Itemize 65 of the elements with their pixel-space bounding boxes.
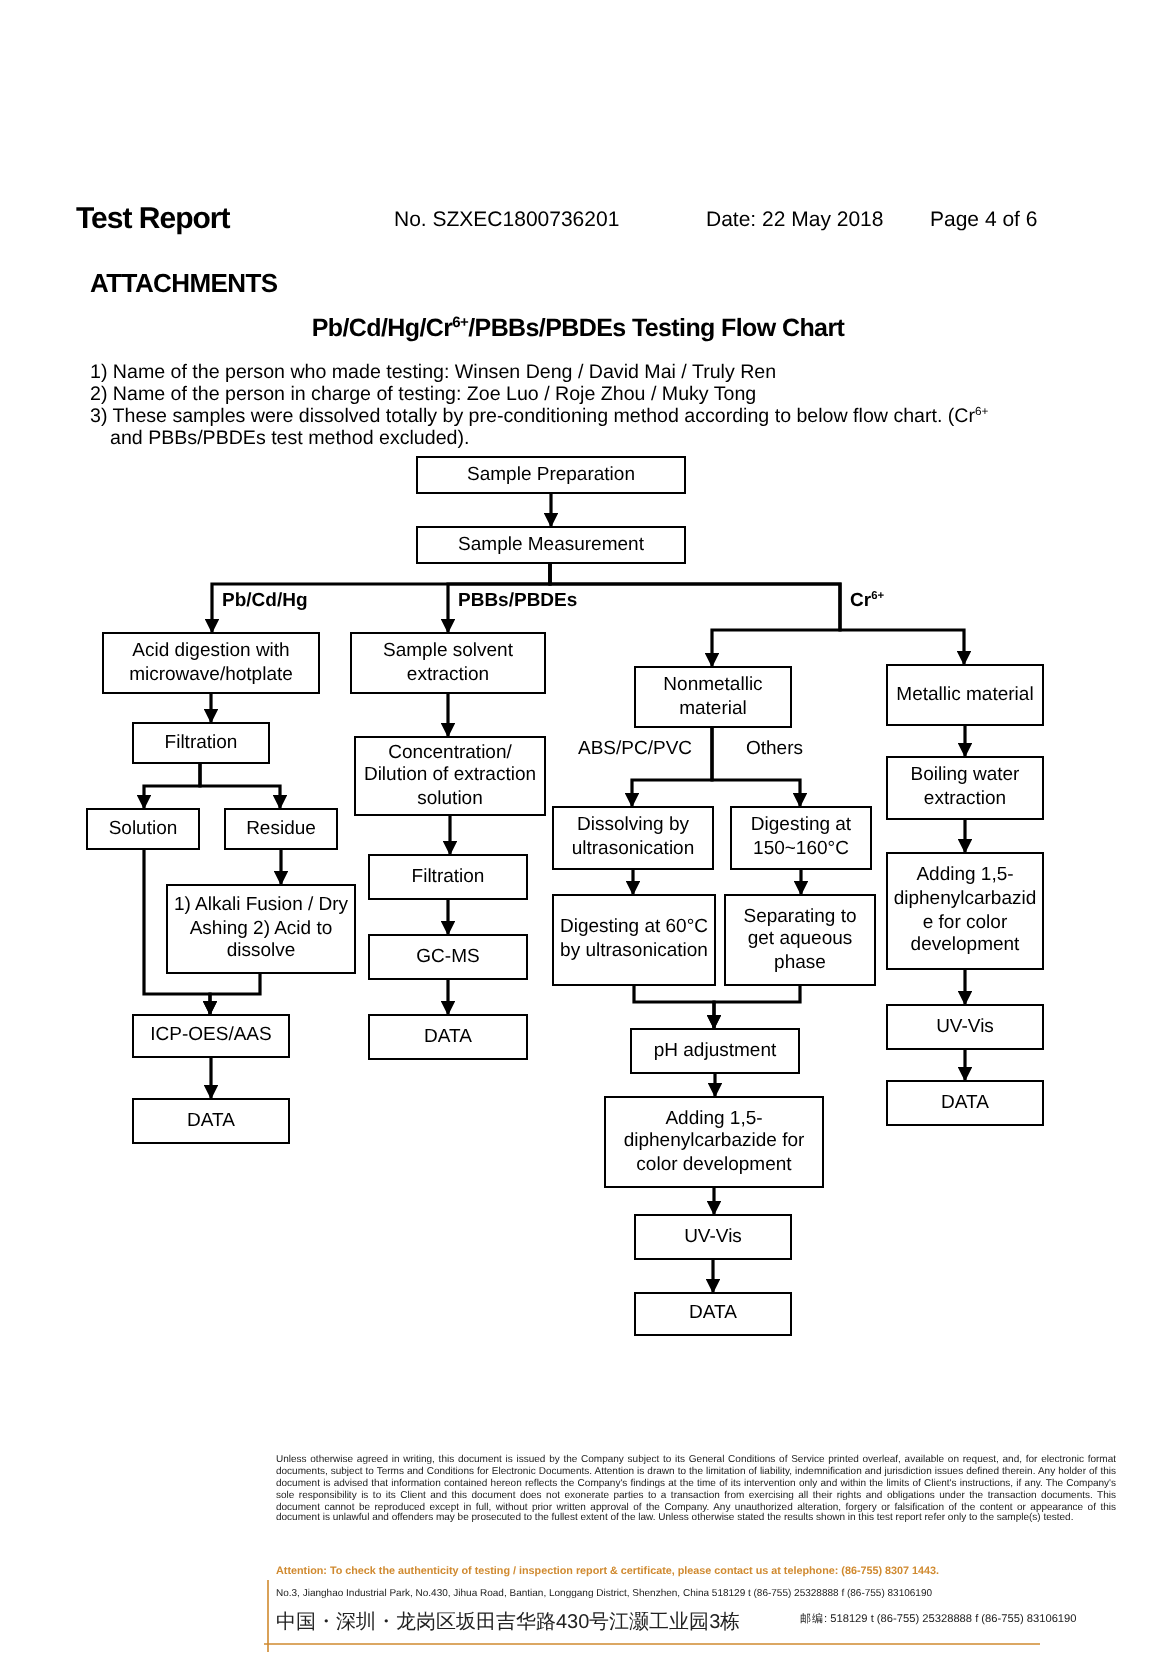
flow-arrow — [957, 970, 973, 1006]
process-box: Adding 1,5-diphenylcarbazide for color development — [604, 1096, 824, 1188]
report-heading: Test Report — [76, 202, 230, 236]
flow-arrow — [625, 870, 641, 896]
flow-arrow — [442, 816, 458, 856]
process-box: ICP-OES/AAS — [132, 1014, 290, 1058]
address-text: 中国・深圳・龙岗区坂田吉华路430号江灏工业园3栋 — [276, 1609, 741, 1636]
process-box: UV-Vis — [634, 1214, 792, 1260]
process-box: pH adjustment — [630, 1028, 800, 1074]
process-box: Acid digestion with microwave/hotplate — [102, 632, 320, 694]
flow-arrow — [710, 728, 808, 808]
report-date: Date: 22 May 2018 — [706, 208, 884, 232]
chart-title: Pb/Cd/Hg/Cr$^{6+}$/PBBs/PBDEs Testing Flow Chart — [309, 314, 847, 342]
process-box: Separating to get aqueous phase — [724, 894, 876, 986]
flow-arrow — [440, 694, 456, 738]
process-box: Digesting at 150~160°C — [730, 806, 872, 870]
note: 1) Name of the person who made testing: Winsen Deng / David Mai / Truly Ren — [90, 362, 777, 384]
flow-arrow — [957, 726, 973, 758]
flow-arrow — [198, 764, 288, 810]
process-box: Solution — [86, 808, 200, 850]
process-box: Metallic material — [886, 664, 1044, 726]
branch-label: Others — [744, 740, 806, 761]
process-box: Concentration/ Dilution of extraction solution — [354, 736, 546, 816]
branch-label: ABS/PC/PVC — [576, 740, 695, 761]
flow-arrow — [706, 1188, 722, 1216]
flow-arrow — [957, 820, 973, 854]
flow-arrow — [548, 564, 972, 666]
flow-arrow — [203, 1058, 219, 1100]
process-box: Adding 1,5-diphenylcarbazide for color development — [886, 852, 1044, 970]
flow-arrow — [705, 1260, 721, 1294]
flow-arrow — [440, 900, 456, 936]
flow-arrow — [706, 986, 802, 1030]
flow-arrow — [203, 694, 219, 724]
flow-arrow — [793, 870, 809, 896]
flow-arrow — [202, 974, 262, 1016]
process-box: 1) Alkali Fusion / Dry Ashing 2) Acid to dissolve — [166, 884, 356, 974]
process-box: Dissolving by ultrasonication — [552, 806, 714, 870]
flow-arrow — [707, 1074, 723, 1098]
process-box: GC-MS — [368, 934, 528, 980]
branch-label: PBBs/PBDEs — [456, 592, 580, 613]
section-heading: ATTACHMENTS — [90, 268, 278, 298]
process-box: Sample Measurement — [416, 526, 686, 564]
process-box: DATA — [368, 1014, 528, 1060]
note: 3) These samples were dissolved totally by pre-conditioning method according to below flow chart. (Cr$^{6+}$ and PBBs/PBDEs test method excluded). — [90, 406, 990, 451]
process-box: Residue — [224, 808, 338, 850]
flow-arrow — [543, 494, 559, 528]
process-box: DATA — [886, 1080, 1044, 1126]
branch-label: Cr$^{6+}$ — [848, 592, 887, 613]
flow-arrow — [440, 980, 456, 1016]
process-box: Filtration — [368, 854, 528, 900]
process-box: Nonmetallic material — [634, 666, 792, 728]
flow-arrow — [273, 850, 289, 886]
flow-arrow — [957, 1050, 973, 1082]
process-box: Boiling water extraction — [886, 756, 1044, 820]
report-number: No. SZXEC1800736201 — [394, 208, 620, 232]
note: 2) Name of the person in charge of testing: Zoe Luo / Roje Zhou / Muky Tong — [90, 384, 757, 406]
process-box: Sample Preparation — [416, 456, 686, 494]
page-number: Page 4 of 6 — [930, 208, 1038, 232]
process-box: DATA — [634, 1292, 792, 1336]
process-box: Digesting at 60°C by ultrasonication — [552, 894, 716, 986]
process-box: Filtration — [132, 722, 270, 764]
process-box: Sample solvent extraction — [350, 632, 546, 694]
process-box: DATA — [132, 1098, 290, 1144]
branch-label: Pb/Cd/Hg — [220, 592, 310, 613]
process-box: UV-Vis — [886, 1004, 1044, 1050]
